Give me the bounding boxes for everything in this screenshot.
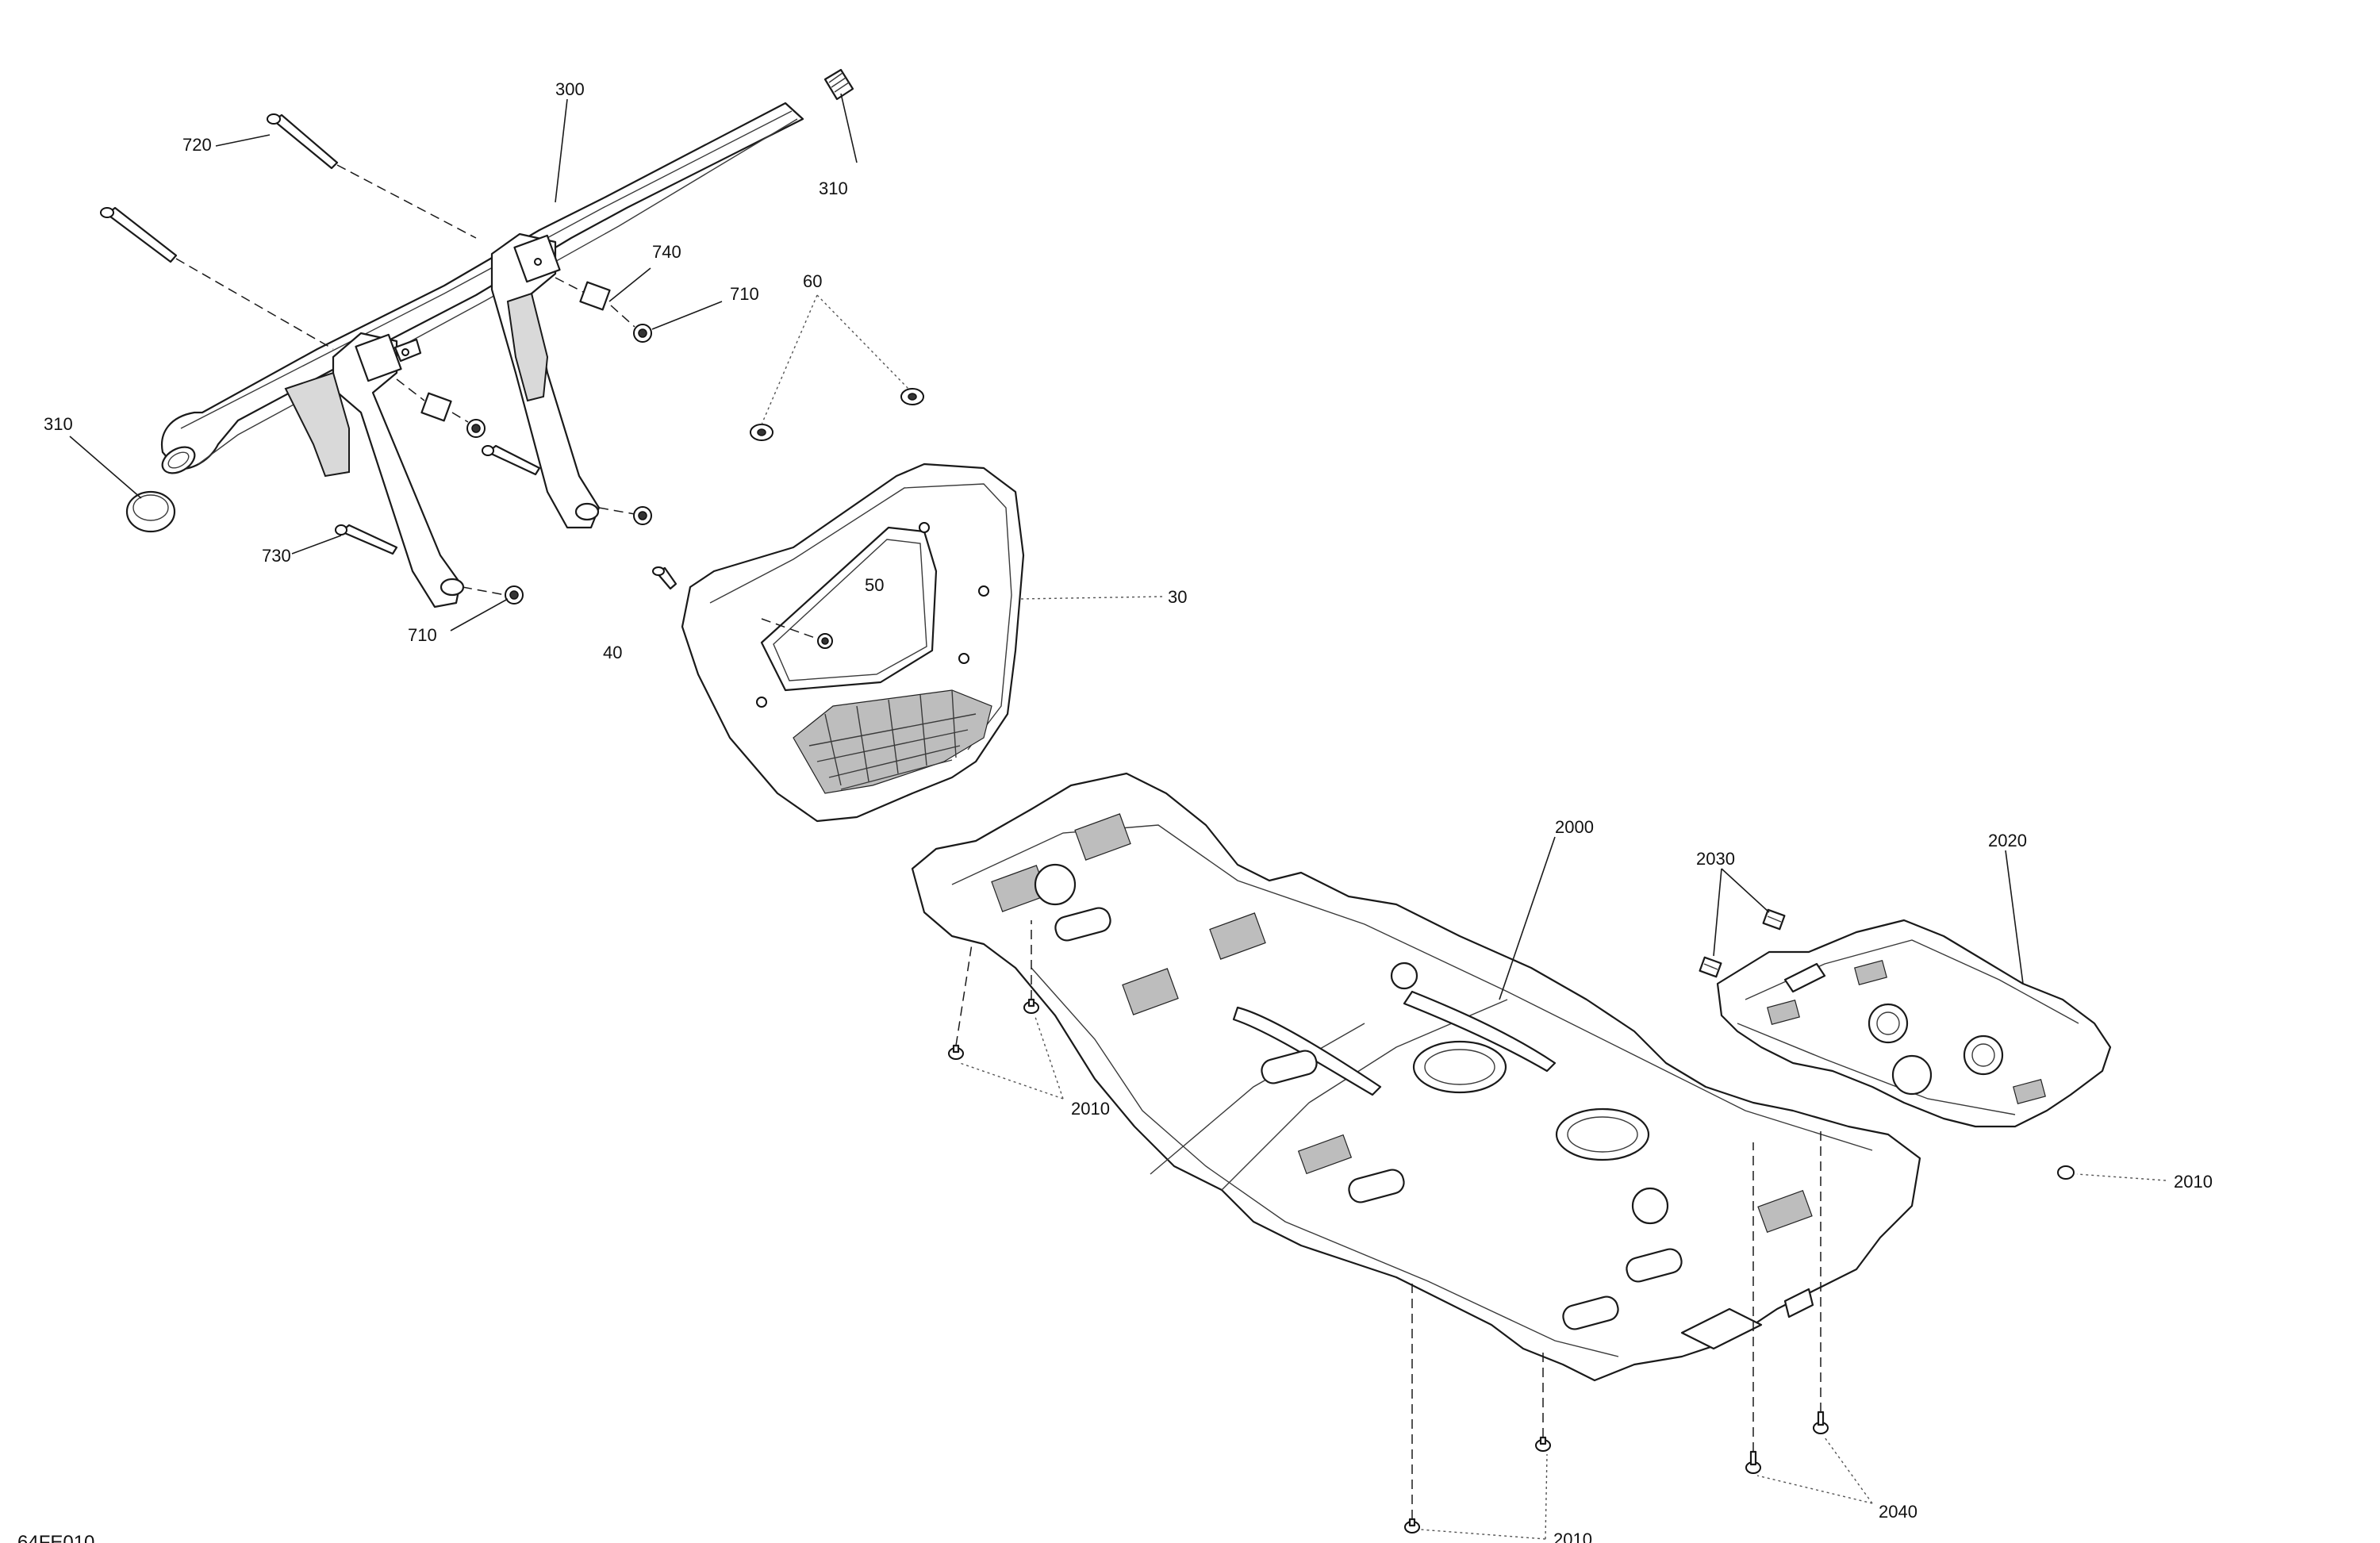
bolt-720-upper[interactable] — [267, 113, 339, 170]
bolt-2040-b[interactable] — [1813, 1411, 1829, 1434]
callout-720: 720 — [182, 135, 212, 155]
rivet-2010-d[interactable] — [1535, 1436, 1551, 1452]
callout-710-upper: 710 — [730, 284, 759, 304]
callout-310-right: 310 — [819, 178, 848, 198]
rivet-2010-a[interactable] — [1023, 998, 1039, 1014]
callout-2010-left: 2010 — [1071, 1099, 1110, 1119]
callout-300: 300 — [555, 79, 585, 99]
nut-710-upper[interactable] — [633, 324, 652, 343]
callout-leaders — [69, 93, 2167, 1540]
callout-2030: 2030 — [1696, 849, 1735, 869]
nut-60-right[interactable] — [900, 388, 924, 405]
diagram-code: 64FE010 — [17, 1532, 94, 1543]
callout-710-lower: 710 — [408, 625, 437, 645]
clip-2030-left[interactable] — [1699, 956, 1722, 978]
end-cap-310-right[interactable] — [823, 68, 854, 101]
right-mounting-bracket[interactable] — [490, 232, 601, 529]
nut-60-left[interactable] — [750, 424, 774, 441]
nut-50[interactable] — [817, 633, 833, 649]
end-cap-310-left[interactable] — [125, 490, 176, 533]
bolt-730-lower[interactable] — [335, 524, 398, 555]
spacer-740-lower[interactable] — [420, 392, 452, 422]
bolt-2040-a[interactable] — [1745, 1450, 1761, 1474]
screw-40[interactable] — [652, 566, 678, 590]
spacer-740-upper[interactable] — [579, 281, 611, 311]
callout-30: 30 — [1168, 587, 1187, 607]
center-console-part[interactable] — [681, 463, 1025, 823]
nut-710-lower[interactable] — [505, 585, 524, 605]
nut-710-right[interactable] — [633, 506, 652, 525]
rear-pan-part[interactable] — [1716, 919, 2112, 1128]
callout-2040: 2040 — [1879, 1502, 1917, 1522]
callout-40: 40 — [603, 643, 622, 662]
callout-60: 60 — [803, 271, 822, 291]
callout-730: 730 — [262, 546, 291, 566]
floor-pan-part[interactable] — [911, 772, 1921, 1382]
callout-740: 740 — [652, 242, 681, 262]
callout-2000: 2000 — [1555, 817, 1594, 837]
callout-2010-bottom: 2010 — [1553, 1530, 1592, 1543]
bolt-720-lower[interactable] — [100, 206, 178, 263]
rivet-2010-e[interactable] — [1404, 1518, 1420, 1533]
rivet-2010-b[interactable] — [948, 1044, 964, 1060]
rivet-2010-c[interactable] — [2057, 1165, 2075, 1180]
callout-2020: 2020 — [1988, 831, 2027, 850]
nut-710-mid[interactable] — [466, 419, 486, 438]
clip-2030-right[interactable] — [1762, 908, 1786, 931]
callout-50: 50 — [865, 575, 884, 595]
callout-2010-right: 2010 — [2174, 1172, 2213, 1192]
callout-310-left: 310 — [44, 414, 73, 434]
left-mounting-bracket[interactable] — [284, 332, 465, 608]
bolt-730-upper[interactable] — [482, 444, 541, 476]
